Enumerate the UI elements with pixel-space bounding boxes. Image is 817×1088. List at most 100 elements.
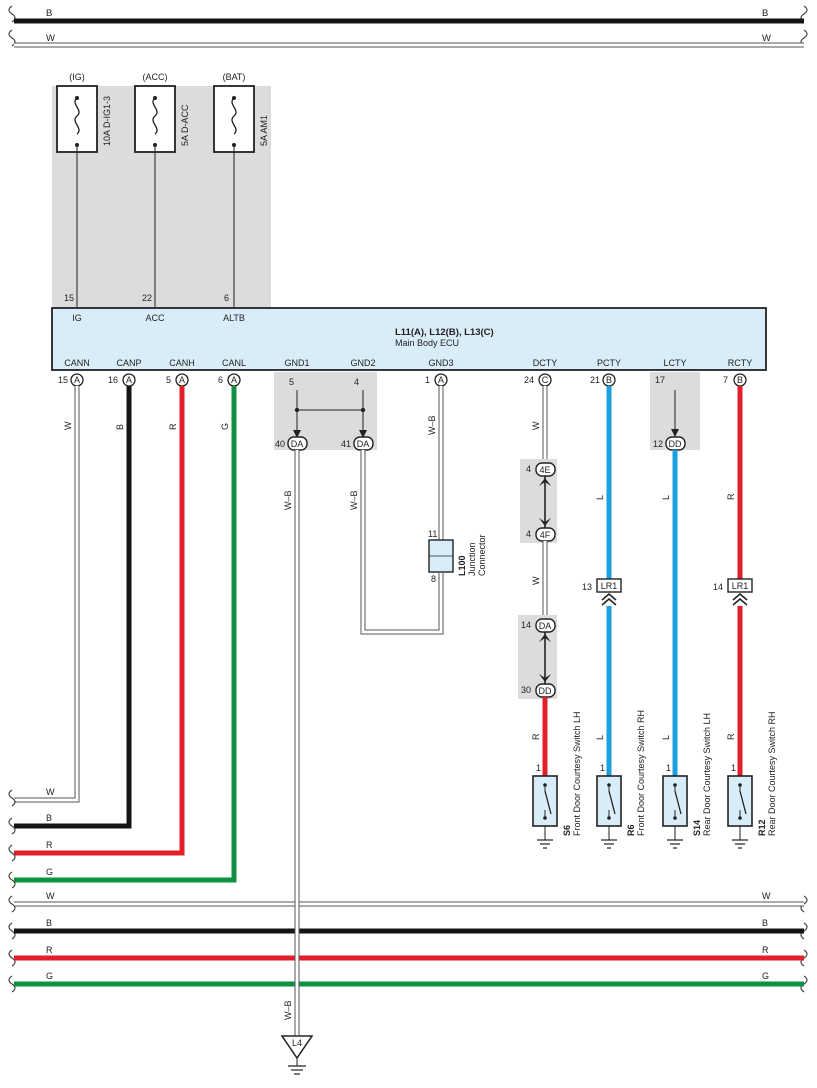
gnd1-arrow (293, 430, 301, 438)
ecu-conn-letter-canp: A (126, 375, 132, 385)
switch-r12-name: Rear Door Courtesy Switch RH (767, 711, 777, 836)
conn-lr1-14 (727, 578, 753, 593)
switch-s14-code: S14 (692, 820, 702, 836)
bottom-bus-lines (8, 895, 808, 993)
conn-dd12-pin: 12 (653, 439, 663, 449)
ecu-pin-num-rcty: 7 (723, 375, 728, 385)
ecu-pin-label-pcty: PCTY (597, 358, 621, 368)
fuse-bat (213, 85, 255, 308)
top-bus-b-label-right: B (762, 8, 768, 19)
switch-s6-name: Front Door Courtesy Switch LH (572, 711, 582, 836)
switch-s6-pin: 1 (536, 763, 541, 773)
conn-lr1-14-chevron-1 (732, 592, 748, 601)
switch-s14-name: Rear Door Courtesy Switch LH (702, 713, 712, 836)
conn-dd30-name: DD (539, 686, 552, 696)
top-bus-b-label-left: B (46, 8, 52, 19)
wire-rcty-bot-color: R (726, 733, 736, 740)
bottom-bus-b-left: B (46, 918, 52, 928)
lcty-arrow (671, 429, 679, 437)
ecu-pin-label-rcty: RCTY (728, 358, 753, 368)
conn-lr1-13-pin: 13 (582, 582, 592, 592)
ecu-pin-num-lcty: 17 (655, 375, 665, 385)
ecu-top-pin-acc: ACC (145, 313, 165, 323)
left-bus-break-r (8, 844, 16, 862)
ecu-pin-num-canl: 6 (218, 375, 223, 385)
left-bus-break-w (8, 789, 16, 807)
ecu-conn-letter-dcty: C (542, 375, 549, 385)
ecu-pin-num-gnd1: 5 (289, 377, 294, 387)
conn-lr1-14-chevron-2 (732, 597, 748, 606)
bottom-bus-r-left: R (46, 945, 53, 955)
ecu-pin-label-lcty: LCTY (663, 358, 686, 368)
wire-pcty-bot-color: L (595, 735, 605, 740)
junction-label-1: Junction (467, 542, 477, 576)
fuse-ig-pin: 15 (64, 293, 74, 303)
bottom-bus-w-left: W (46, 891, 55, 901)
switch-r6-pin: 1 (600, 763, 605, 773)
ecu-conn-letter-pcty: B (606, 375, 612, 385)
conn-lr1-13 (596, 578, 622, 593)
ecu-pin-num-dcty: 24 (524, 375, 534, 385)
ecu-pin-num-pcty: 21 (590, 375, 600, 385)
ecu-pin-label-dcty: DCTY (533, 358, 558, 368)
conn-4f-name: 4F (540, 530, 551, 540)
conn-4e-arrow (539, 478, 551, 486)
fuse-acc-name: 5A D-ACC (180, 104, 190, 146)
left-bus-r-label: R (46, 840, 53, 850)
wire-canl (14, 386, 237, 883)
left-bus-break-g (8, 871, 16, 889)
ecu-pin-label-cann: CANN (64, 358, 90, 368)
conn-dd30-pin: 30 (521, 685, 531, 695)
bottom-bus-g-right: G (762, 971, 769, 981)
fuse-acc (134, 85, 176, 308)
conn-da40-name: DA (291, 439, 304, 449)
fuse-ig-power: (IG) (69, 72, 85, 82)
ecu-pin-num-canh: 5 (166, 375, 171, 385)
top-bus-w-label-left: W (46, 33, 55, 44)
ecu-pin-label-gnd3: GND3 (428, 358, 453, 368)
fuse-acc-power: (ACC) (143, 72, 168, 82)
fuse-ig-name: 10A D-IG1-3 (102, 96, 112, 146)
conn-4e-pin: 4 (526, 464, 531, 474)
wire-lcty-bot-color: L (661, 735, 671, 740)
wire-gnd2 (360, 450, 444, 635)
ecu-pin-label-gnd2: GND2 (350, 358, 375, 368)
fuse-acc-pin: 22 (142, 293, 152, 303)
wire-cann-color: W (63, 421, 73, 430)
ecu-conn-letter-canh: A (179, 375, 185, 385)
switch-s14-pin: 1 (666, 763, 671, 773)
ecu-conn-letter-cann: A (74, 375, 80, 385)
bottom-bus-w-right: W (762, 891, 771, 901)
fuse-bat-name: 5A AM1 (259, 115, 269, 146)
wire-canl-color: G (220, 423, 230, 430)
wire-canp (14, 386, 132, 829)
switch-r12-code: R12 (757, 819, 767, 836)
bottom-bus-b-right: B (762, 918, 768, 928)
conn-4f-pin: 4 (526, 529, 531, 539)
conn-da40-pin: 40 (275, 439, 285, 449)
conn-lr1-13-name: LR1 (601, 581, 618, 591)
ecu-title: L11(A), L12(B), L13(C) (395, 327, 494, 338)
switch-s6 (532, 775, 558, 849)
conn-dd12-name: DD (669, 439, 682, 449)
ground-l4 (280, 1035, 314, 1060)
wire-lcty-top-color: L (661, 495, 671, 500)
main-body-ecu (51, 307, 767, 371)
left-bus-b-label: B (46, 813, 52, 823)
conn-da41-name: DA (357, 439, 370, 449)
conn-da14-pin: 14 (521, 620, 531, 630)
conn-dd30-arrow (539, 674, 551, 682)
gnd2-arrow (359, 430, 367, 438)
top-bus-w-label-right: W (762, 33, 771, 44)
fuse-ig (56, 85, 98, 308)
conn-lr1-13-chevron-1 (601, 592, 617, 601)
switch-s14 (662, 775, 688, 849)
ecu-pin-label-canh: CANH (169, 358, 195, 368)
wire-canh-color: R (168, 423, 178, 430)
fuse-bat-power: (BAT) (223, 72, 246, 82)
ecu-pin-num-canp: 16 (108, 375, 118, 385)
ecu-top-pin-ig: IG (72, 313, 82, 323)
wire-canp-color: B (115, 424, 125, 430)
switch-r12-pin: 1 (731, 763, 736, 773)
